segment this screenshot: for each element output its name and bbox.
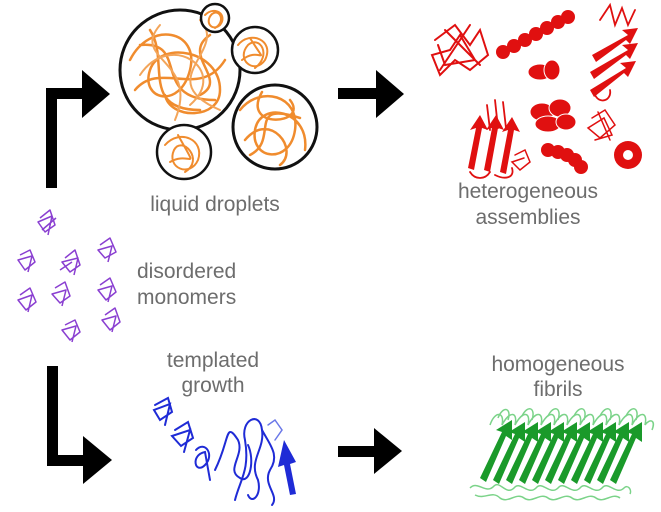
cluster-blob [529,98,577,133]
droplet-small-left [155,123,213,181]
label-heterogeneous-line2: assemblies [475,206,581,229]
label-liquid-droplets: liquid droplets [150,193,280,216]
liquid-droplets [118,2,319,181]
droplet-large-right [231,83,319,171]
label-disordered-line2: monomers [137,286,237,309]
fibril-loops-top [489,408,655,431]
amorphous-small [586,108,616,141]
label-templated-line1: templated [166,349,260,372]
tiny-aggregate [510,148,531,172]
arrow-to-heterogeneous [338,70,404,118]
droplet-tiny [199,2,231,34]
curved-chain [541,143,588,174]
heterogeneous-assemblies [430,2,642,179]
label-heterogeneous-line1: heterogeneous [457,180,599,203]
templated-growth [152,396,296,506]
fibril-loops-bottom [469,483,632,501]
beta-sheet-lower [468,99,520,179]
homogeneous-fibrils [469,408,655,501]
beta-sheet-upper [590,2,638,102]
label-homogeneous-line2: fibrils [533,378,583,401]
ring-aggregate [614,141,642,169]
fibril-strands [480,420,642,484]
arrow-to-templated [47,366,112,484]
bead-chain [496,10,575,59]
amorphous-aggregate [430,23,490,77]
arrow-to-droplets [46,70,110,188]
label-homogeneous-line1: homogeneous [491,353,625,376]
arrow-to-fibrils [338,428,402,474]
small-blob [527,59,561,81]
disordered-monomers [17,209,121,343]
label-templated-line2: growth [181,374,245,397]
droplet-small-right [230,25,280,75]
label-disordered-line1: disordered [137,260,237,283]
droplet-large [118,8,242,132]
